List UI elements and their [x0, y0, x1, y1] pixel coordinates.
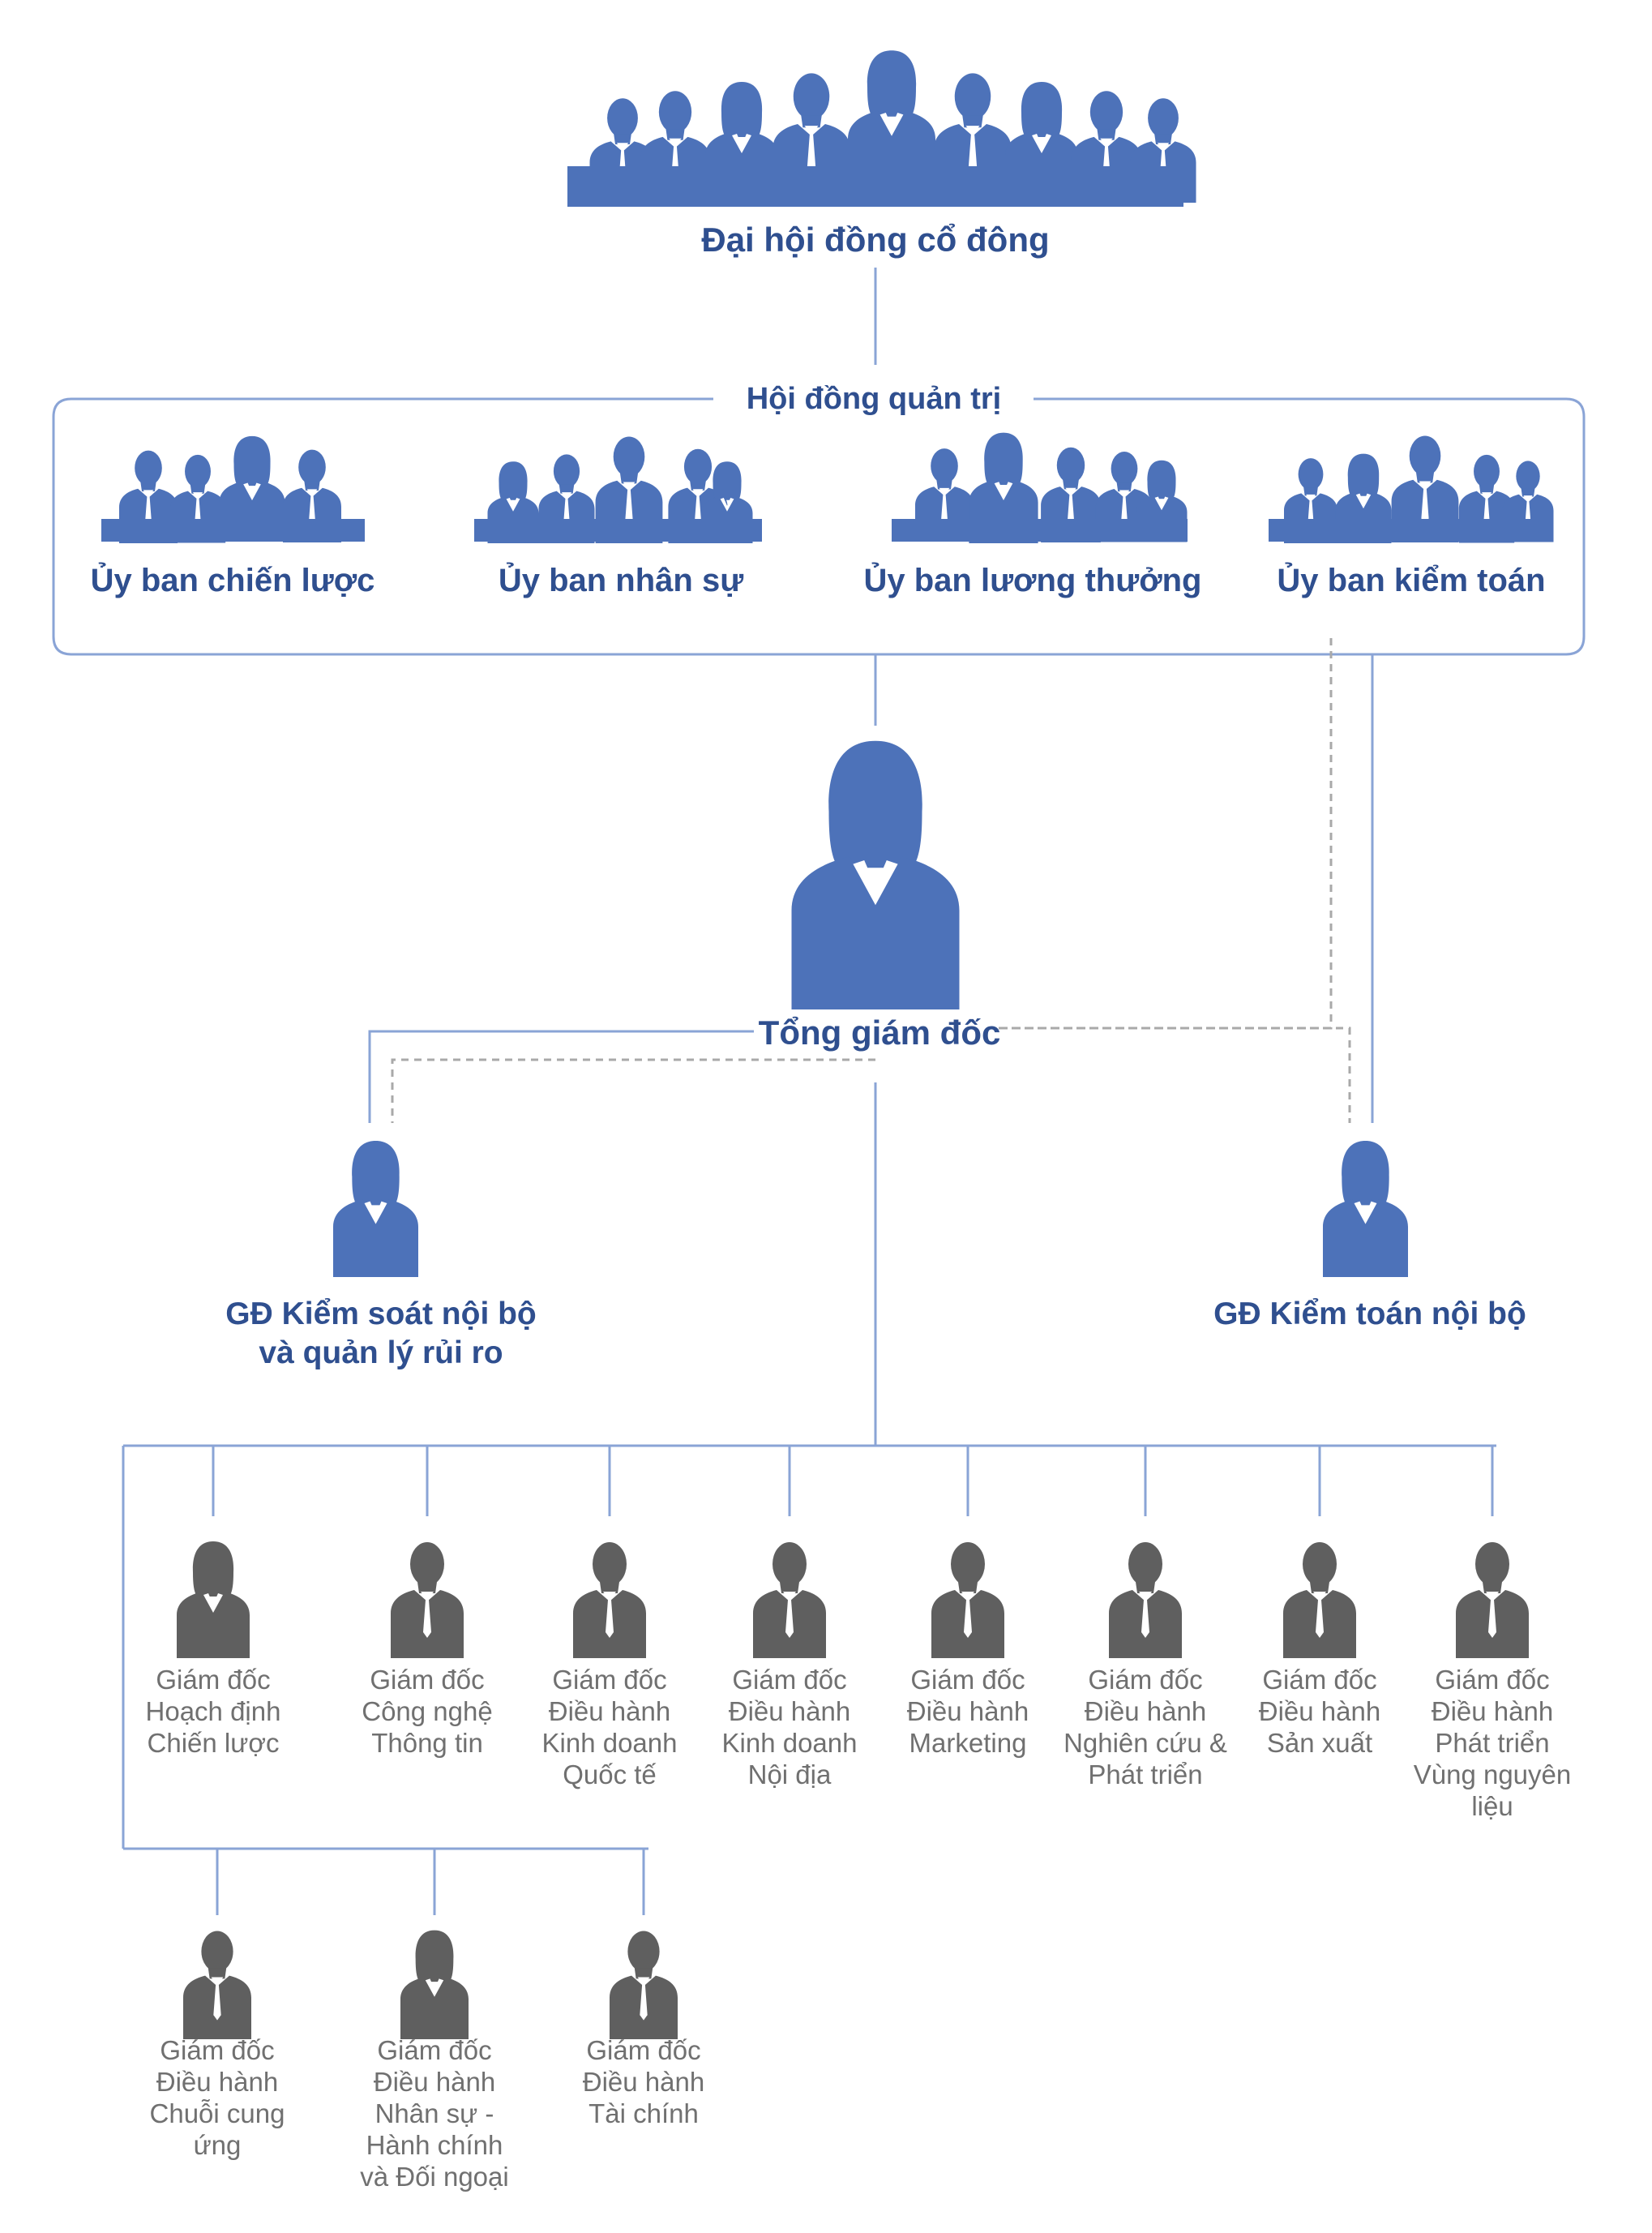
director-label: Kinh doanh: [722, 1728, 858, 1758]
director-label: Giám đốc: [1088, 1665, 1202, 1695]
director-person-icon: [183, 1931, 251, 2039]
director-person-icon: [177, 1541, 250, 1658]
director-label: và Đối ngoại: [360, 2162, 508, 2192]
director-label: Hành chính: [366, 2130, 503, 2160]
director-label: Điều hành: [907, 1696, 1029, 1726]
director-person-icon: [1109, 1542, 1182, 1658]
director-label: Phát triển: [1435, 1728, 1549, 1758]
director-label: Vùng nguyên: [1414, 1759, 1572, 1789]
director-person-icon: [931, 1542, 1004, 1658]
director-label: Nghiên cứu &: [1064, 1728, 1227, 1758]
committee-audit-label: Ủy ban kiểm toán: [1277, 561, 1545, 598]
director-person-icon: [610, 1931, 678, 2039]
internal-audit-label: GĐ Kiểm toán nội bộ: [1213, 1297, 1526, 1331]
dashed-audit-committee-ceo: [999, 638, 1333, 1030]
director-label: Nhân sự -: [375, 2098, 494, 2128]
director-label: Chiến lược: [148, 1728, 280, 1758]
director-person-icon: [391, 1542, 464, 1658]
director-label: Quốc tế: [563, 1759, 657, 1789]
dashed-ceo-internal-control: [391, 1058, 875, 1123]
director-label: Phát triển: [1088, 1759, 1202, 1789]
ceo-label: Tổng giám đốc: [759, 1014, 1001, 1052]
committee-compensation-icon: [892, 432, 1188, 543]
director-label: liệu: [1471, 1791, 1513, 1821]
committee-hr-icon: [474, 436, 762, 543]
internal-control-icon: [333, 1141, 418, 1277]
director-label: Giám đốc: [1435, 1665, 1549, 1695]
director-label: Giám đốc: [910, 1665, 1025, 1695]
director-label: Hoạch định: [146, 1696, 281, 1726]
director-person-icon: [753, 1542, 826, 1658]
ceo-icon: [791, 740, 960, 1009]
director-label: ứng: [194, 2130, 242, 2160]
director-label: Kinh doanh: [542, 1728, 678, 1758]
internal-control-label-line-1: GĐ Kiểm soát nội bộ: [225, 1297, 537, 1331]
director-label: Sản xuất: [1267, 1728, 1372, 1758]
director-label: Thông tin: [371, 1728, 483, 1758]
director-label: Nội địa: [748, 1759, 832, 1789]
director-label: Tài chính: [588, 2098, 699, 2128]
director-label: Điều hành: [549, 1696, 670, 1726]
committee-strategy-label: Ủy ban chiến lược: [91, 561, 375, 598]
committee-compensation-label: Ủy ban lương thưởng: [864, 561, 1202, 598]
director-person-icon: [1456, 1542, 1529, 1658]
connector-ceo-internal-control: [368, 1030, 754, 1123]
director-label: Điều hành: [374, 2067, 495, 2097]
director-label: Marketing: [909, 1728, 1027, 1758]
shareholders-label: Đại hội đồng cổ đông: [701, 221, 1049, 259]
director-label: Công nghệ: [362, 1696, 492, 1726]
director-label: Điều hành: [729, 1696, 850, 1726]
director-person-icon: [573, 1542, 646, 1658]
director-label: Giám đốc: [156, 1665, 270, 1695]
internal-control-label-line-2: và quản lý rủi ro: [259, 1335, 503, 1370]
director-label: Giám đốc: [1262, 1665, 1376, 1695]
committee-strategy-icon: [101, 435, 365, 543]
director-label: Chuỗi cung: [150, 2098, 285, 2128]
director-person-icon: [1283, 1542, 1356, 1658]
shareholders-crowd-icon: [567, 50, 1196, 207]
dashed-ceo-internal-audit: [999, 1026, 1351, 1123]
director-label: Giám đốc: [377, 2035, 491, 2065]
director-label: Điều hành: [1432, 1696, 1553, 1726]
director-label: Giám đốc: [586, 2035, 700, 2065]
committee-audit-icon: [1269, 435, 1554, 543]
director-label: Điều hành: [1259, 1696, 1380, 1726]
director-label: Giám đốc: [370, 1665, 484, 1695]
director-label: Điều hành: [1085, 1696, 1206, 1726]
board-label: Hội đồng quản trị: [747, 382, 1002, 416]
internal-audit-icon: [1323, 1141, 1408, 1277]
director-label: Điều hành: [583, 2067, 704, 2097]
director-person-icon: [400, 1930, 469, 2039]
director-label: Giám đốc: [552, 1665, 666, 1695]
board-box: [52, 397, 1586, 656]
committee-hr-label: Ủy ban nhân sự: [499, 561, 743, 598]
director-label: Giám đốc: [160, 2035, 274, 2065]
director-label: Giám đốc: [732, 1665, 846, 1695]
director-label: Điều hành: [156, 2067, 278, 2097]
